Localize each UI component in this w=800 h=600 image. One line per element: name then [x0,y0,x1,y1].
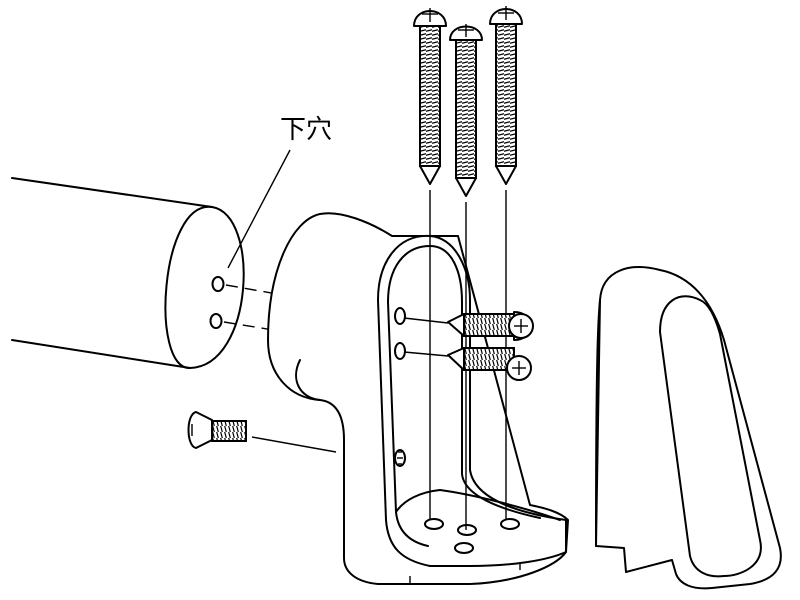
horizontal-guide-lines [403,317,449,357]
horizontal-screw-upper [447,311,534,341]
callout-label: 下穴 [280,115,332,145]
bracket-hole-upper [394,307,406,325]
flat-head-set-screw [187,411,247,449]
base-hole-left [424,518,444,530]
side-threaded-hole [394,449,406,467]
vertical-screw-left [413,8,447,185]
base-hole-right [500,518,520,530]
pilot-hole-lower [209,313,223,329]
base-hole-center [457,524,477,536]
pilot-hole-callout: 下穴 [227,115,332,269]
horizontal-screw-lower [447,347,532,381]
pilot-hole-upper [211,276,225,292]
bracket-cover-cap [595,266,782,590]
bracket-hole-lower [394,342,406,360]
wall-bracket [251,212,569,585]
vertical-screw-right [489,6,523,185]
handrail-pipe [11,177,245,370]
vertical-screw-center [449,24,483,197]
leader-line [227,149,291,269]
base-hole-front [454,542,474,554]
